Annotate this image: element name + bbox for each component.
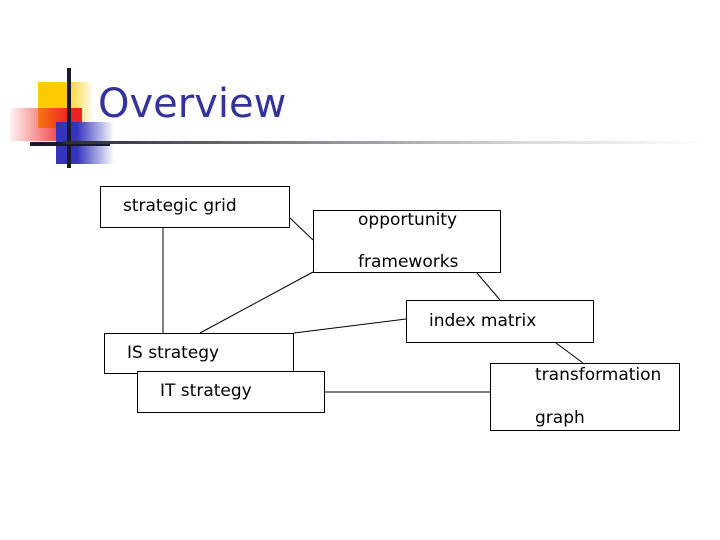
node-label: index matrix <box>429 310 537 331</box>
node-label: strategic grid <box>123 196 237 217</box>
edge-opportunity-frameworks-to-is-strategy <box>199 271 314 334</box>
diagram-node-is-strategy[interactable]: IS strategy <box>104 333 294 374</box>
diagram-node-transformation-graph[interactable]: transformation graph <box>490 363 680 431</box>
edge-is-strategy-to-index-matrix <box>293 318 407 334</box>
diagram-node-opportunity-frameworks[interactable]: opportunity frameworks <box>313 210 501 273</box>
title-divider <box>63 141 708 144</box>
horizontal-rule-icon <box>30 142 110 146</box>
diagram-node-it-strategy[interactable]: IT strategy <box>137 371 325 413</box>
diagram-node-index-matrix[interactable]: index matrix <box>406 300 594 343</box>
vertical-rule-icon <box>67 68 71 168</box>
node-label: IS strategy <box>127 342 220 363</box>
edge-opportunity-frameworks-to-index-matrix <box>476 272 501 301</box>
edge-strategic-grid-to-opportunity-frameworks <box>289 217 314 241</box>
edge-index-matrix-to-transformation-graph <box>555 342 584 364</box>
page-title: Overview <box>98 81 287 127</box>
node-label-line1: opportunity <box>358 209 458 230</box>
node-label-line2: graph <box>535 407 585 428</box>
node-label-line2: frameworks <box>358 252 459 273</box>
node-label: opportunity frameworks <box>314 210 470 274</box>
node-label: IT strategy <box>160 381 252 402</box>
node-label-line1: transformation <box>535 365 662 386</box>
node-label: transformation graph <box>491 365 673 429</box>
diagram-node-strategic-grid[interactable]: strategic grid <box>100 186 290 228</box>
